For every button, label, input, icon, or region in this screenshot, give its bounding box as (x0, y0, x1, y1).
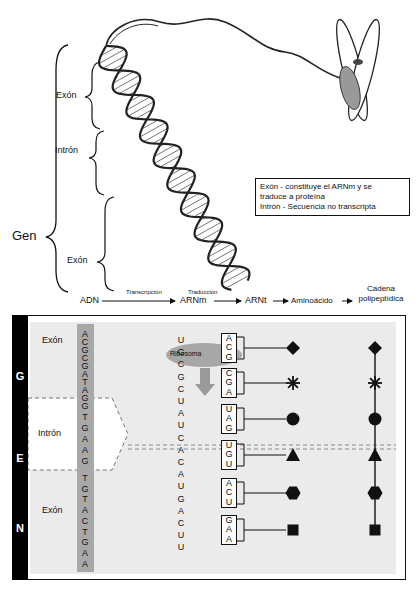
trna-bracket (237, 482, 286, 504)
flow-arrow (342, 301, 352, 302)
amino-hexagon (286, 487, 301, 500)
exon-brace (97, 197, 114, 291)
gene-band: G E N (12, 315, 28, 580)
flow-arrow (102, 301, 175, 302)
ribosome-label: Ribosoma (170, 350, 202, 357)
trna-bracket (237, 444, 286, 466)
gene-brace (46, 45, 68, 292)
gene-letter: N (12, 522, 28, 534)
codon-text: ACG (225, 334, 233, 362)
panel-frame (13, 316, 406, 580)
exon-brace (85, 62, 100, 129)
trna-bracket (237, 337, 286, 359)
amino-square (370, 525, 381, 536)
dna-sequence: GTGAAG (81, 401, 89, 467)
flow-arrow (273, 301, 288, 302)
intron-label: Intrón (38, 429, 61, 439)
amino-diamond (368, 341, 382, 355)
dna-band (77, 324, 94, 572)
exon-label: Exón (67, 256, 88, 266)
codon-text: UAG (225, 405, 233, 433)
base-pair (113, 75, 139, 90)
stage-label: Aminoácido (291, 297, 333, 306)
amino-triangle (286, 448, 300, 461)
divider-line (128, 449, 396, 450)
trna-box: GAA (221, 515, 237, 545)
centromere (353, 59, 363, 65)
amino-square (288, 525, 299, 536)
legend-box: Exón - constituye el ARNm y se traduce a… (255, 178, 410, 216)
trna-box: UGU (221, 440, 237, 470)
trna-box: ACU (221, 478, 237, 508)
dna-sequence: ACGCGATAG (81, 330, 89, 402)
amino-hexagon (368, 487, 383, 500)
codon-text: UGU (225, 441, 233, 469)
codon-text: CGA (225, 369, 233, 397)
exon-label: Exón (42, 336, 63, 346)
process-label: Traducción (188, 289, 217, 296)
trna-bracket (237, 372, 286, 394)
gene-letter: G (12, 370, 28, 382)
stage-label: ADN (80, 296, 99, 306)
chromatin-thread (106, 19, 340, 78)
polypeptide-chain (374, 348, 375, 530)
trna-bracket (237, 408, 286, 430)
gene-label: Gen (12, 229, 37, 243)
amino-triangle (368, 448, 382, 461)
codon-text: GAA (225, 516, 233, 544)
amino-diamond (286, 341, 300, 355)
exon-label: Exón (42, 506, 63, 516)
divider-line (128, 445, 396, 446)
chromosome (331, 17, 386, 122)
ribosome-move-arrow (195, 368, 215, 396)
mrna-sequence: UGCGCUAUCACAUGACUU (177, 334, 185, 554)
trna-box: UAG (221, 404, 237, 434)
base-pair (195, 222, 221, 237)
legend-text: Intrón - Secuencia no transcripta (260, 202, 405, 212)
legend-text: Exón - constituye el ARNm y se traduce a… (260, 182, 384, 202)
exon-label: Exón (56, 91, 77, 101)
trna-box: ACG (221, 333, 237, 363)
amino-star (375, 378, 380, 383)
dna-sequence: TGTACTGAA (81, 473, 89, 569)
base-pair (154, 149, 180, 164)
trna-bracket (237, 519, 286, 541)
dna-strand (99, 46, 249, 281)
codon-text: ACU (225, 479, 233, 507)
amino-circle (287, 413, 300, 426)
stage-label: ARNt (245, 296, 267, 306)
base-pair (226, 275, 250, 288)
amino-star (293, 378, 298, 383)
process-label: Transcripción (126, 289, 162, 296)
gene-letter: E (12, 452, 28, 464)
stage-label: Cadena polipeptídica (350, 284, 412, 304)
intron-brace (89, 131, 104, 195)
trna-box: CGA (221, 368, 237, 398)
amino-circle (369, 413, 382, 426)
stage-label: ARNm (180, 296, 207, 306)
chromatin-thread (110, 24, 158, 44)
flow-arrow (214, 301, 241, 302)
panel-shade (30, 322, 396, 574)
intron-label: Intrón (55, 146, 78, 156)
chromatin-coil (336, 64, 364, 111)
